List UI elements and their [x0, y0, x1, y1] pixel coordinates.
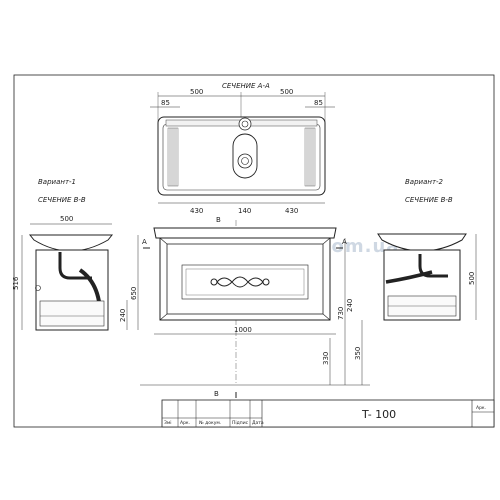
variant2-title: Вариант-2: [405, 178, 444, 186]
variant1-inner: 240: [119, 309, 127, 322]
dim-85-right: 85: [314, 99, 323, 107]
front-width: 1000: [234, 326, 252, 334]
variant1-height-left: 516: [12, 276, 20, 290]
title-col-zmi: Змі: [164, 420, 172, 426]
title-sheet-label: Арк.: [476, 405, 486, 411]
title-block: Змі Арк. № докум. Підпис Дата T- 100 Арк…: [161, 399, 495, 428]
front-dim-350: 350: [354, 347, 362, 360]
dim-top-left: 500: [190, 88, 203, 96]
section-a-a-view: СЕЧЕНИЕ A-A 500 500 85 85: [150, 82, 335, 215]
cut-b-top: B: [216, 216, 221, 224]
cut-b-bottom: B: [214, 390, 219, 398]
dim-85-left: 85: [161, 99, 170, 107]
front-dim-730: 730: [337, 307, 345, 320]
title-col-ark: Арк.: [180, 420, 190, 426]
variant1-width: 500: [60, 215, 73, 223]
front-cabinet: [159, 237, 331, 321]
cut-a-right: A: [342, 238, 347, 246]
dim-top-right: 500: [280, 88, 293, 96]
variant1-section: СЕЧЕНИЕ B-B: [38, 196, 86, 204]
siphon-cutout: [232, 117, 258, 179]
cut-a-left: A: [142, 238, 147, 246]
ornament-handle: [210, 276, 270, 288]
variant2-section: СЕЧЕНИЕ B-B: [405, 196, 453, 204]
dim-140: 140: [238, 207, 251, 215]
drawer-guide-right: [304, 127, 316, 187]
front-view: A A B 1000 330 7: [140, 216, 370, 398]
section-a-title: СЕЧЕНИЕ A-A: [222, 82, 270, 90]
dim-430-left: 430: [190, 207, 203, 215]
variant1-height-right: 650: [130, 287, 138, 300]
front-dim-240: 240: [346, 299, 354, 312]
variant1-title: Вариант-1: [38, 178, 76, 186]
drawer-guide-left: [167, 127, 179, 187]
title-col-date: Дата: [252, 420, 264, 426]
dim-430-right: 430: [285, 207, 298, 215]
variant-2-view: Вариант-2 СЕЧЕНИЕ B-B 500: [377, 178, 477, 321]
variant-1-view: Вариант-1 СЕЧЕНИЕ B-B 500 516 240 650: [12, 178, 139, 331]
variant2-height: 500: [468, 272, 476, 285]
variant1-basin: [28, 234, 114, 252]
title-col-docnum: № докум.: [199, 420, 221, 426]
title-col-signature: Підпис: [232, 420, 249, 426]
title-code: T- 100: [361, 408, 396, 421]
front-countertop: [153, 227, 337, 239]
front-dim-330: 330: [322, 352, 330, 365]
